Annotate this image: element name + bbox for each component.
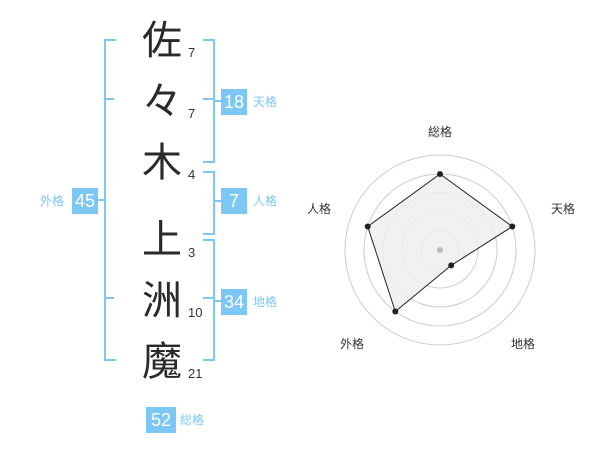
soukaku-value: 52 xyxy=(146,407,176,433)
chikaku-label: 地格 xyxy=(253,295,278,309)
radar-ring xyxy=(344,154,536,346)
stroke-count-2: 7 xyxy=(188,106,196,121)
bracket-tick xyxy=(203,297,213,299)
radar-axis-label-jinkaku: 人格 xyxy=(307,202,332,216)
bracket-tick xyxy=(203,98,213,100)
gaikaku-label: 外格 xyxy=(40,194,65,208)
stroke-count-3: 4 xyxy=(188,167,196,182)
chikaku-value: 34 xyxy=(221,289,247,315)
jinkaku-bracket xyxy=(203,171,215,235)
jinkaku-label: 人格 xyxy=(253,194,278,208)
name-char-6: 魔 xyxy=(142,339,182,385)
radar-axis-label-gaikaku: 外格 xyxy=(340,337,365,351)
stroke-count-4: 3 xyxy=(188,245,196,260)
bracket-tick xyxy=(104,98,114,100)
radar-center-dot xyxy=(437,247,443,253)
bracket-connector xyxy=(94,199,104,201)
radar-point-1 xyxy=(437,171,443,177)
radar-axis-label-soukaku: 総格 xyxy=(428,125,453,139)
radar-axis-label-tenkaku: 天格 xyxy=(551,202,576,216)
name-char-4: 上 xyxy=(142,217,182,263)
radar-point-3 xyxy=(448,262,455,269)
radar-polygon xyxy=(367,173,514,313)
radar-axis-label-chikaku: 地格 xyxy=(511,337,536,351)
tenkaku-value: 18 xyxy=(221,89,247,115)
name-char-1: 佐 xyxy=(142,18,182,64)
stroke-count-6: 21 xyxy=(188,366,203,381)
radar-point-4 xyxy=(392,308,399,315)
gaikaku-bracket xyxy=(104,39,116,361)
stroke-count-1: 7 xyxy=(188,45,196,60)
bracket-connector xyxy=(213,300,221,302)
jinkaku-value: 7 xyxy=(221,188,247,214)
bracket-connector xyxy=(213,100,221,102)
name-char-3: 木 xyxy=(142,140,182,186)
stroke-count-5: 10 xyxy=(188,305,203,320)
soukaku-label: 総格 xyxy=(180,413,205,427)
bracket-connector xyxy=(213,200,221,202)
bracket-tick xyxy=(104,297,114,299)
radar-point-5 xyxy=(364,223,371,230)
radar-points xyxy=(364,171,516,315)
name-char-2: 々 xyxy=(142,79,182,125)
name-char-5: 洲 xyxy=(142,278,182,324)
radar-point-2 xyxy=(509,223,516,230)
radar-chart xyxy=(344,154,536,346)
gaikaku-value: 45 xyxy=(72,188,98,214)
tenkaku-label: 天格 xyxy=(253,95,278,109)
